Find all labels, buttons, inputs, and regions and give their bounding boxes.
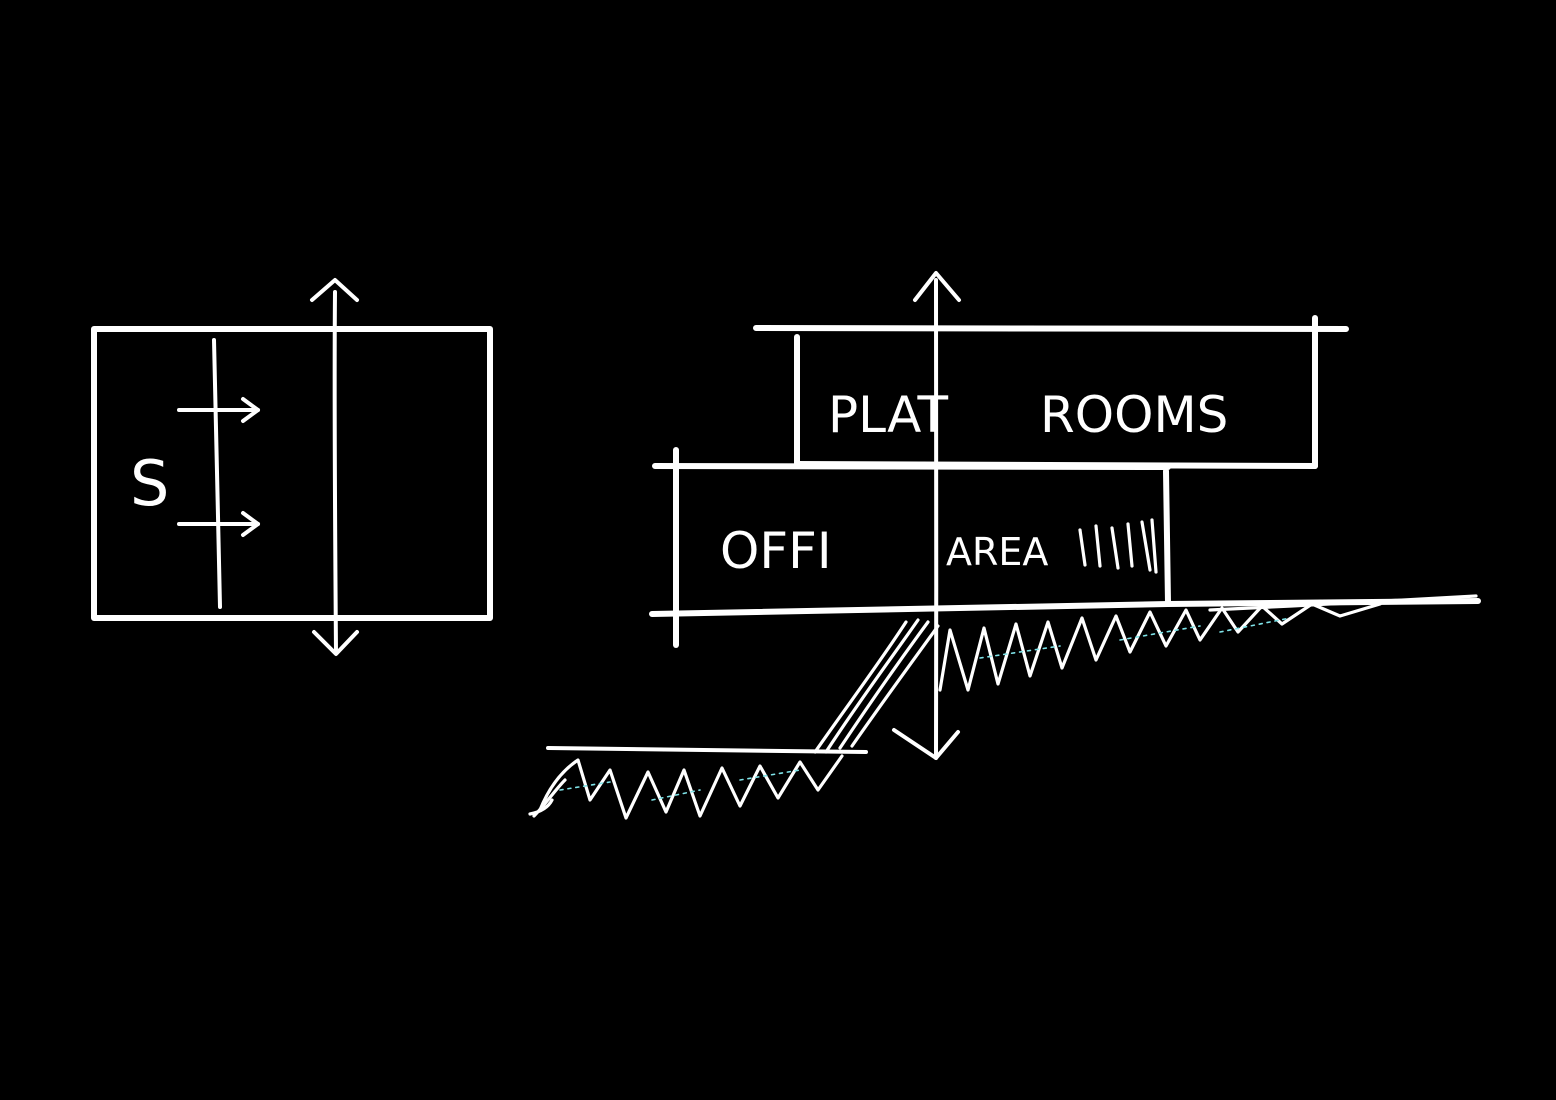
plan-outline (91, 326, 493, 621)
upper-roof-line (753, 325, 1349, 332)
plan-axis-arrow-up (310, 278, 359, 302)
plan-flow-arrow-top (177, 397, 260, 423)
plan-diagram: S (91, 278, 493, 656)
upper-room-label-1: PLAT (828, 386, 948, 444)
lower-room-label-2: AREA (946, 530, 1048, 574)
lower-ground-line (546, 746, 868, 754)
plan-label: S (130, 447, 169, 520)
label-scribble (1078, 518, 1158, 574)
plan-axis-arrow-down (312, 630, 359, 656)
section-axis-arrow-up (913, 271, 961, 302)
plan-axis-line (332, 290, 338, 654)
lower-volume-right-wall (1163, 468, 1171, 606)
lower-room-label-1: OFFI (720, 522, 832, 580)
plan-divider-line (212, 338, 222, 609)
section-axis-arrow-down (892, 728, 960, 760)
upper-room-label-2: ROOMS (1040, 386, 1228, 444)
terrain-hatching (528, 594, 1478, 820)
lower-roof-line (652, 463, 1171, 470)
section-diagram: PLAT ROOMS OFFI AREA (528, 271, 1481, 820)
plan-flow-arrow-bottom (177, 511, 260, 537)
